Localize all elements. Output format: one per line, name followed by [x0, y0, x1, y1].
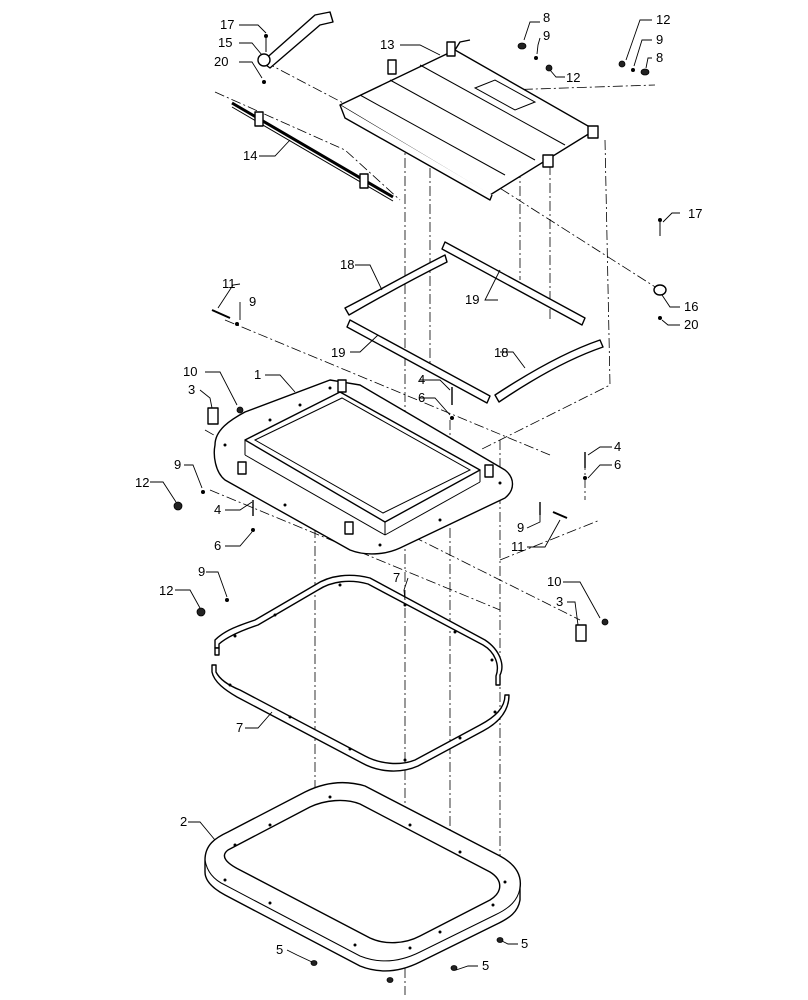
part-14-hinge-rod [231, 101, 394, 202]
callout-2-base-ring: 2 [180, 814, 187, 829]
callout-11-left: 11 [222, 276, 236, 291]
callout-20-handle-nut: 20 [214, 54, 228, 69]
callout-19-seal-lower: 19 [331, 345, 345, 360]
callout-9-right-mid: 9 [517, 520, 524, 535]
callout-19-seal-right: 19 [465, 292, 479, 307]
callout-17-handle-screw: 17 [220, 17, 234, 32]
upper-right-fasteners [517, 42, 650, 76]
callout-4-right: 4 [614, 439, 621, 454]
left-fasteners-9-12 [173, 490, 229, 617]
callout-13-lid: 13 [380, 37, 394, 52]
part-1-frame-tray [213, 379, 514, 555]
callout-4-left: 4 [214, 502, 221, 517]
callout-9-upper: 9 [543, 28, 550, 43]
callout-leaders [150, 19, 680, 971]
callout-12-left-mid: 12 [135, 475, 149, 490]
callout-18-seal-lower: 18 [494, 345, 508, 360]
part-15-handle [257, 11, 334, 84]
callout-12-upper: 12 [566, 70, 580, 85]
callout-15-handle: 15 [218, 35, 232, 50]
callout-5-left: 5 [276, 942, 283, 957]
callout-10-left: 10 [183, 364, 197, 379]
right-fasteners-9-11 [539, 502, 568, 519]
callout-10-right: 10 [547, 574, 561, 589]
callout-6-center: 6 [418, 390, 425, 405]
callout-6-right: 6 [614, 457, 621, 472]
callout-9-left-mid: 9 [174, 457, 181, 472]
callout-8-upper: 8 [543, 10, 550, 25]
callout-8-right: 8 [656, 50, 663, 65]
bolts-4-6 [251, 387, 587, 532]
callout-12-left-lower: 12 [159, 583, 173, 598]
callout-4-center: 4 [418, 372, 425, 387]
part-13-hatch-lid [339, 39, 599, 201]
screws-5 [310, 937, 504, 983]
callout-3-right: 3 [556, 594, 563, 609]
latch-left [207, 406, 244, 425]
callout-14-rod: 14 [243, 148, 257, 163]
part-16-bushing [653, 218, 667, 320]
callout-3-left: 3 [188, 382, 195, 397]
callout-9-right: 9 [656, 32, 663, 47]
part-7-gasket-lower [211, 664, 510, 772]
callout-1-frame: 1 [254, 367, 261, 382]
callout-16-bushing: 16 [684, 299, 698, 314]
callout-12-right: 12 [656, 12, 670, 27]
callout-20-right: 20 [684, 317, 698, 332]
callout-11-right: 11 [511, 539, 525, 554]
callout-7-gasket-lower: 7 [236, 720, 243, 735]
part-7-gasket-upper [214, 574, 503, 686]
callout-7-gasket-upper: 7 [393, 570, 400, 585]
left-bolt-11 [211, 309, 239, 326]
callout-9-left-lower: 9 [198, 564, 205, 579]
callout-6-left: 6 [214, 538, 221, 553]
callout-labels: 17 15 20 13 8 9 12 12 9 8 14 17 18 19 16… [135, 10, 702, 973]
part-18-19-seal-strips [344, 241, 604, 404]
callout-17-right: 17 [688, 206, 702, 221]
latch-right [575, 618, 609, 642]
callout-18-seal-left: 18 [340, 257, 354, 272]
callout-5-right: 5 [521, 936, 528, 951]
callout-9-left-bolt: 9 [249, 294, 256, 309]
part-2-base-ring [204, 781, 522, 972]
callout-5-center: 5 [482, 958, 489, 973]
